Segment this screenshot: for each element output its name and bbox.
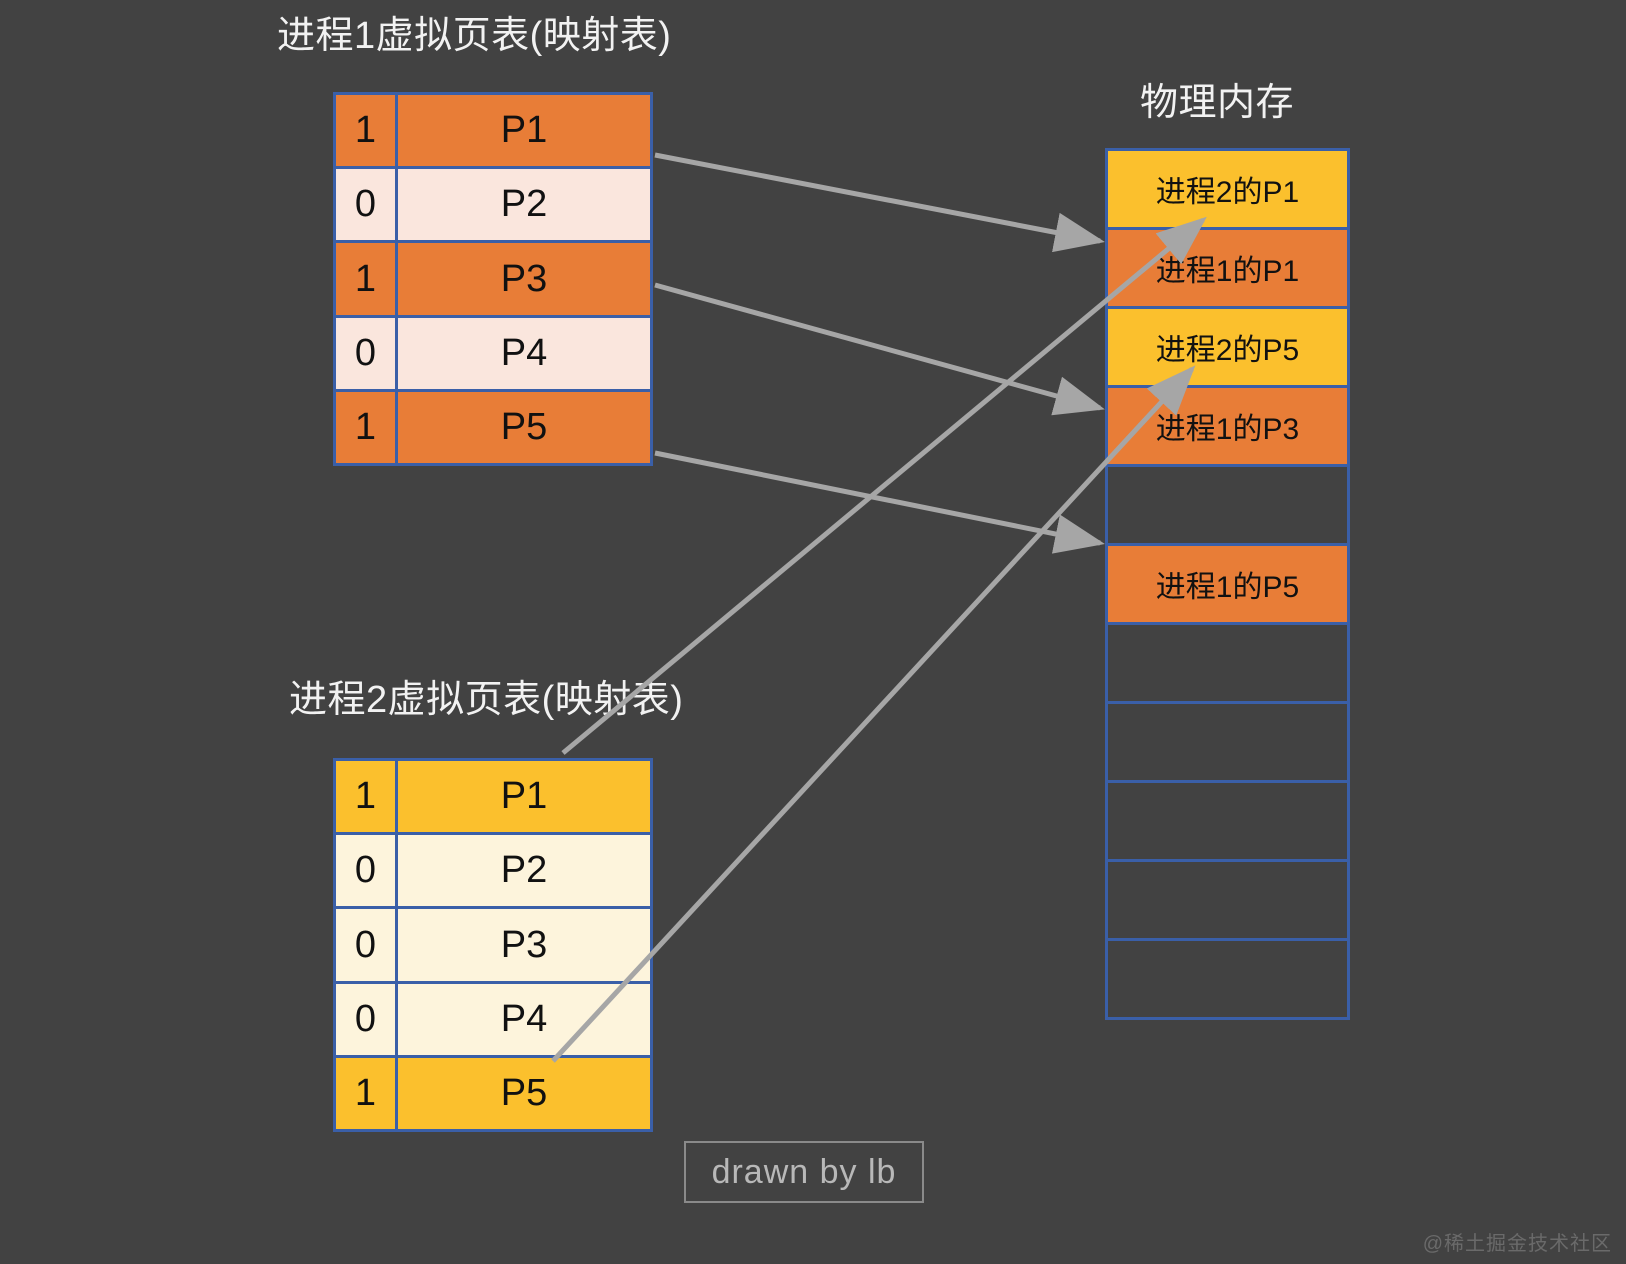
valid-flag-cell: 1 [336,761,398,833]
table-row: 0 P3 [336,909,650,984]
valid-flag-cell: 0 [336,317,398,389]
memory-frame-empty [1108,467,1347,546]
memory-frame: 进程2的P1 [1108,151,1347,230]
memory-frame: 进程1的P3 [1108,388,1347,467]
process2-table-title: 进程2虚拟页表(映射表) [289,679,684,721]
page-name-cell: P3 [398,243,650,315]
memory-frame: 进程1的P1 [1108,230,1347,309]
memory-frame: 进程2的P5 [1108,309,1347,388]
process1-table-title: 进程1虚拟页表(映射表) [277,15,672,57]
page-name-cell: P1 [398,95,650,167]
page-name-cell: P2 [398,835,650,907]
valid-flag-cell: 1 [336,95,398,167]
table-row: 1 P1 [336,761,650,836]
valid-flag-cell: 1 [336,243,398,315]
mapping-arrow-p3-to-frame4 [654,282,1105,416]
page-name-cell: P3 [398,909,650,981]
process2-page-table: 1 P1 0 P2 0 P3 0 P4 1 P5 [333,758,653,1132]
page-name-cell: P4 [398,317,650,389]
watermark: @稀土掘金技术社区 [1422,1233,1612,1255]
valid-flag-cell: 1 [336,391,398,464]
table-row: 1 P5 [336,1057,650,1130]
table-row: 0 P2 [336,835,650,910]
table-row: 0 P2 [336,169,650,244]
physical-memory-title: 物理内存 [1140,82,1295,124]
table-row: 0 P4 [336,983,650,1058]
page-name-cell: P5 [398,1057,650,1130]
table-row: 1 P5 [336,391,650,464]
valid-flag-cell: 0 [336,983,398,1055]
memory-frame-empty [1108,704,1347,783]
valid-flag-cell: 1 [336,1057,398,1130]
process1-page-table: 1 P1 0 P2 1 P3 0 P4 1 P5 [333,92,653,466]
valid-flag-cell: 0 [336,909,398,981]
page-name-cell: P5 [398,391,650,464]
memory-frame-empty [1108,625,1347,704]
physical-memory-column: 进程2的P1 进程1的P1 进程2的P5 进程1的P3 进程1的P5 [1105,148,1350,1020]
mapping-arrow-p1-to-frame2 [654,152,1105,253]
credit-box: drawn by lb [684,1141,924,1203]
memory-frame: 进程1的P5 [1108,546,1347,625]
memory-frame-empty [1108,783,1347,862]
table-row: 0 P4 [336,317,650,392]
table-row: 1 P1 [336,95,650,170]
memory-frame-empty [1108,941,1347,1017]
page-name-cell: P2 [398,169,650,241]
memory-frame-empty [1108,862,1347,941]
page-name-cell: P4 [398,983,650,1055]
valid-flag-cell: 0 [336,169,398,241]
credit-label: drawn by lb [711,1152,897,1191]
valid-flag-cell: 0 [336,835,398,907]
page-name-cell: P1 [398,761,650,833]
mapping-arrow-p5-to-frame6 [654,450,1105,554]
table-row: 1 P3 [336,243,650,318]
